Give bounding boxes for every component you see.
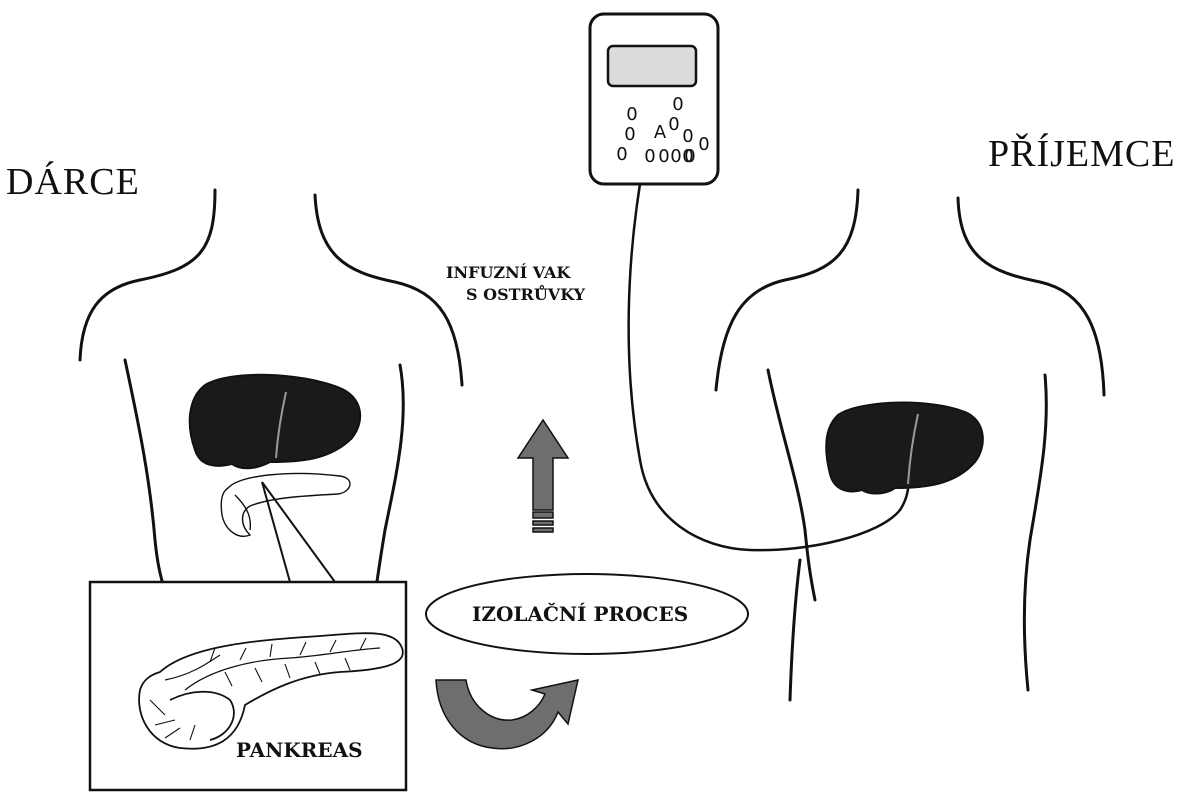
keypad-key: 0 (682, 126, 693, 147)
keypad-key: 0 (698, 134, 709, 155)
keypad-key: 0 (644, 146, 655, 167)
infusion-tube (627, 183, 910, 552)
recipient-torso-left-lower (788, 558, 802, 702)
keypad-key: 0 (626, 104, 637, 125)
keypad-key: A (654, 122, 667, 143)
keypad-key: 0 (658, 146, 669, 167)
zoom-lines (261, 481, 336, 583)
recipient-body (714, 188, 1106, 702)
recipient-liver-fissure (907, 413, 919, 485)
pancreas-label: PANKREAS (236, 738, 363, 762)
donor-torso-right (374, 363, 405, 590)
up-arrow (516, 418, 570, 533)
pancreas-drawing (138, 632, 404, 750)
isolation-process-label: IZOLAČNÍ PROCES (472, 602, 689, 626)
isolation-process-ellipse (425, 573, 749, 655)
keypad-key: 0 (670, 146, 681, 167)
donor-neck-left (78, 188, 217, 362)
pump-screen (606, 44, 698, 88)
recipient-label: PŘÍJEMCE (988, 133, 1176, 175)
infusion-bag-label-line1: INFUZNÍ VAK (446, 263, 571, 282)
recipient-torso-right (1022, 373, 1048, 692)
donor-pancreas-sketch (220, 472, 351, 537)
recipient-torso-left (766, 368, 817, 602)
keypad-key: 0 (624, 124, 635, 145)
pancreas-inset-box (88, 580, 408, 792)
recipient-liver (825, 401, 984, 495)
donor-liver-fissure (275, 391, 287, 459)
keypad-key: 0 (668, 114, 679, 135)
recipient-neck-right (956, 196, 1106, 397)
donor-body (78, 188, 464, 594)
keypad-key: 0 (684, 146, 695, 167)
curved-arrow (435, 679, 579, 750)
recipient-neck-left (714, 188, 860, 392)
donor-torso-left (123, 358, 167, 594)
infusion-bag-label-line2: S OSTRŮVKY (466, 285, 586, 304)
keypad-key: 0 (616, 144, 627, 165)
donor-label: DÁRCE (6, 161, 140, 203)
keypad-key: 0 (672, 94, 683, 115)
donor-neck-right (313, 193, 464, 387)
keypad-key: 0 (682, 146, 693, 167)
donor-liver (188, 373, 361, 470)
